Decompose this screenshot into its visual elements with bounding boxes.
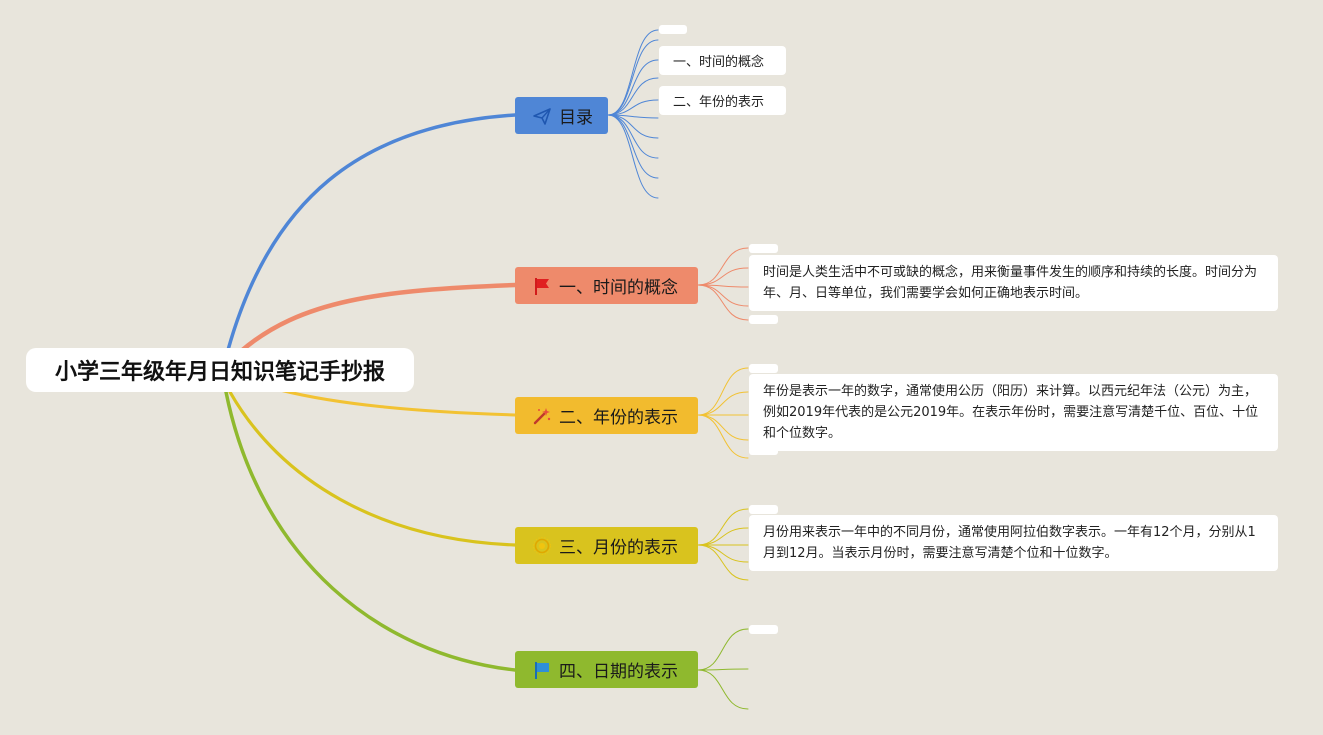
root-title: 小学三年级年月日知识笔记手抄报: [54, 360, 385, 385]
contents-item-year-notation[interactable]: 二、年份的表示: [659, 86, 786, 115]
date-subline: [697, 668, 749, 671]
contents-subline: [607, 77, 659, 116]
root-to-month-line: [228, 390, 517, 547]
empty-subtopic[interactable]: [749, 244, 778, 253]
branch-label: 二、年份的表示: [559, 408, 678, 428]
contents-subline: [607, 39, 659, 116]
sun-icon: [531, 535, 553, 557]
note-month-notation[interactable]: 月份用来表示一年中的不同月份，通常使用阿拉伯数字表示。一年有12个月，分别从1月…: [749, 515, 1278, 571]
contents-subline: [607, 114, 659, 199]
branch-time-concept[interactable]: 一、时间的概念: [515, 267, 698, 304]
year-subline: [697, 367, 749, 416]
contents-subline: [607, 99, 659, 116]
branch-label: 一、时间的概念: [559, 278, 678, 298]
year-subline: [697, 414, 749, 459]
note-year-notation[interactable]: 年份是表示一年的数字，通常使用公历（阳历）来计算。以西元纪年法（公元）为主，例如…: [749, 374, 1278, 451]
empty-subtopic[interactable]: [749, 315, 778, 324]
root-to-time-concept-line: [237, 282, 518, 355]
contents-subline: [607, 59, 659, 116]
magic-wand-icon: [531, 405, 553, 427]
branch-label: 目录: [559, 108, 593, 128]
branch-month-notation[interactable]: 三、月份的表示: [515, 527, 698, 564]
contents-item-time-concept[interactable]: 一、时间的概念: [659, 46, 786, 75]
empty-subtopic[interactable]: [749, 364, 778, 373]
contents-subline: [607, 114, 659, 179]
year-subline: [697, 391, 749, 416]
root-to-contents-line: [226, 113, 517, 352]
month-subline: [697, 544, 749, 581]
root-to-date-line: [224, 390, 517, 672]
red-flag-icon: [531, 275, 553, 297]
contents-subline: [607, 114, 659, 139]
note-time-concept[interactable]: 时间是人类生活中不可或缺的概念，用来衡量事件发生的顺序和持续的长度。时间分为年、…: [749, 255, 1278, 311]
root-topic[interactable]: 小学三年级年月日知识笔记手抄报: [26, 348, 414, 392]
month-subline: [697, 508, 749, 546]
empty-subtopic[interactable]: [749, 625, 778, 634]
branch-date-notation[interactable]: 四、日期的表示: [515, 651, 698, 688]
branch-year-notation[interactable]: 二、年份的表示: [515, 397, 698, 434]
root-to-year-line: [278, 388, 517, 417]
month-subline: [697, 527, 749, 546]
branch-label: 三、月份的表示: [559, 538, 678, 558]
time-concept-subline: [697, 267, 749, 286]
empty-subtopic[interactable]: [749, 505, 778, 514]
date-subline: [697, 669, 749, 710]
contents-subline: [607, 29, 659, 116]
empty-subtopic[interactable]: [749, 446, 778, 455]
contents-subline: [607, 114, 659, 159]
paper-plane-icon: [531, 105, 553, 127]
blue-flag-icon: [531, 659, 553, 681]
empty-subtopic[interactable]: [659, 25, 687, 34]
time-concept-subline: [697, 284, 749, 321]
branch-label: 四、日期的表示: [559, 662, 678, 682]
date-subline: [697, 628, 749, 671]
branch-contents[interactable]: 目录: [515, 97, 608, 134]
time-concept-subline: [697, 247, 749, 286]
month-subline: [697, 544, 749, 563]
